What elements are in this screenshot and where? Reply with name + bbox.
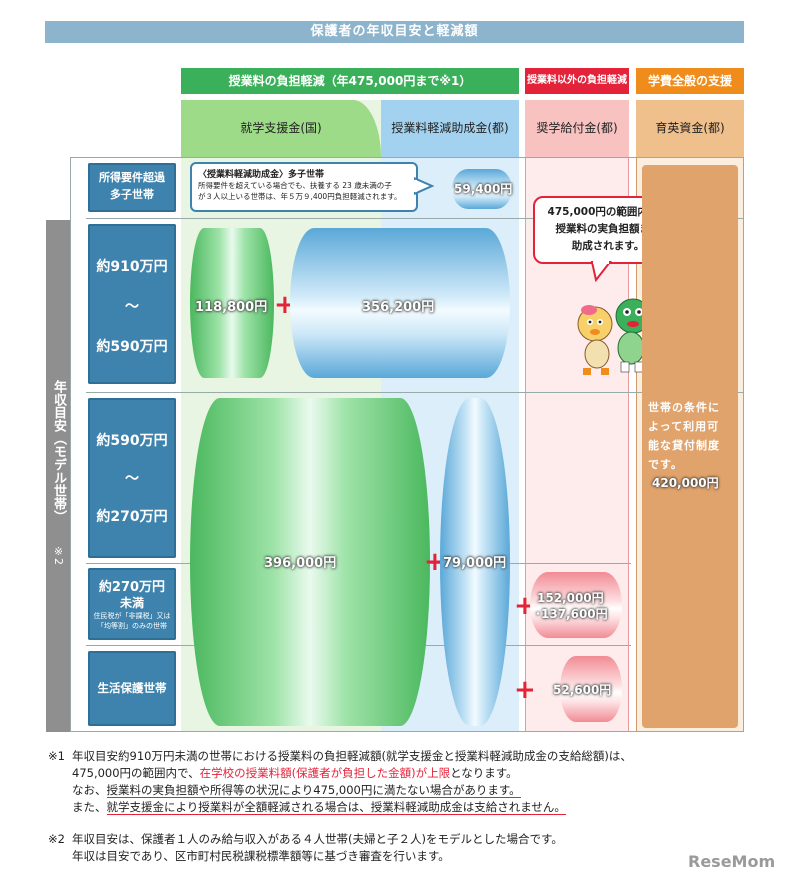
cylinder-79000 xyxy=(440,398,510,726)
footnote-2-line2: 年収は目安であり、区市町村民税課税標準額等に基づき審査を行います。 xyxy=(72,849,450,863)
cylinder-59400 xyxy=(452,169,512,209)
value-79000: 79,000円 xyxy=(443,556,507,571)
callout-pointer xyxy=(414,176,434,196)
value-52600: 52,600円 xyxy=(553,683,612,697)
shugaku-column-header: 就学支援金(国) xyxy=(181,100,381,157)
shogaku-column-header: 奨学給付金(都) xyxy=(525,100,629,157)
side-label-bar xyxy=(46,220,70,732)
ikuei-column-header: 育英資金(都) xyxy=(636,100,744,157)
value-396000: 396,000円 xyxy=(264,556,337,571)
row-label-910-590: 約910万円 ～ 約590万円 xyxy=(88,224,176,384)
footnote-1-line1: 年収目安約910万円未満の世帯における授業料の負担軽減額(就学支援金と授業料軽減… xyxy=(72,749,632,763)
value-59400: 59,400円 xyxy=(454,182,513,196)
cylinder-152000 xyxy=(530,572,622,638)
footnote-2-line1: 年収目安は、保護者１人のみ給与収入がある４人世帯(夫婦と子２人)をモデルとした場… xyxy=(72,832,563,846)
row-label-590-270: 約590万円 ～ 約270万円 xyxy=(88,398,176,558)
footnote-2-mark: ※2 xyxy=(48,832,65,846)
cylinder-52600 xyxy=(560,656,622,722)
ikuei-description: 世帯の条件に よって利用可 能な貸付制度 です。 xyxy=(648,401,720,471)
general-group-header: 学費全般の支援 xyxy=(636,68,744,94)
value-118800: 118,800円 xyxy=(195,300,268,315)
multichild-callout: 〈授業料軽減助成金〉多子世帯 所得要件を超えている場合でも、扶養する 23 歳未… xyxy=(190,162,418,212)
table-frame xyxy=(70,157,744,732)
footnote-1-line2: 475,000円の範囲内で、在学校の授業料額(保護者が負担した金額)が上限となり… xyxy=(72,766,518,780)
value-420000: 420,000円 xyxy=(652,476,719,490)
value-137600: ･137,600円 xyxy=(535,607,608,621)
footnote-1-mark: ※1 xyxy=(48,749,65,763)
row-divider xyxy=(86,392,744,393)
tuition-group-header: 授業料の負担軽減（年475,000円まで※1） xyxy=(181,68,519,94)
cylinder-356200 xyxy=(290,228,510,378)
side-note: ※2 xyxy=(52,545,65,565)
row-label-welfare: 生活保護世帯 xyxy=(88,651,176,726)
footnote-1-line4: また、就学支援金により授業料が全額軽減される場合は、授業料軽減助成金は支給されま… xyxy=(72,800,566,815)
side-label: 年収目安（モデル世帯） xyxy=(51,380,66,523)
row-label-under-270: 約270万円 未満 住民税が「非課税」又は「均等割」のみの世帯 xyxy=(88,568,176,640)
row-divider xyxy=(86,218,744,219)
resemom-logo: ReseMom xyxy=(688,852,776,871)
joseikin-column-header: 授業料軽減助成金(都) xyxy=(381,100,519,157)
row-label-multichild: 所得要件超過 多子世帯 xyxy=(88,163,176,212)
ikuei-bar xyxy=(642,165,738,728)
footnote-1-line3: なお、授業料の実負担額や所得等の状況により475,000円に満たない場合がありま… xyxy=(72,783,521,798)
cylinder-396000 xyxy=(190,398,430,726)
other-group-header: 授業料以外の負担軽減 xyxy=(525,68,629,94)
value-152000: 152,000円 xyxy=(537,591,604,605)
page-title: 保護者の年収目安と軽減額 xyxy=(310,24,479,39)
plus-sign: + xyxy=(514,675,536,705)
callout-tail xyxy=(590,260,613,282)
cylinder-118800 xyxy=(190,228,274,378)
value-356200: 356,200円 xyxy=(362,300,435,315)
title-banner: 保護者の年収目安と軽減額 xyxy=(45,21,744,43)
